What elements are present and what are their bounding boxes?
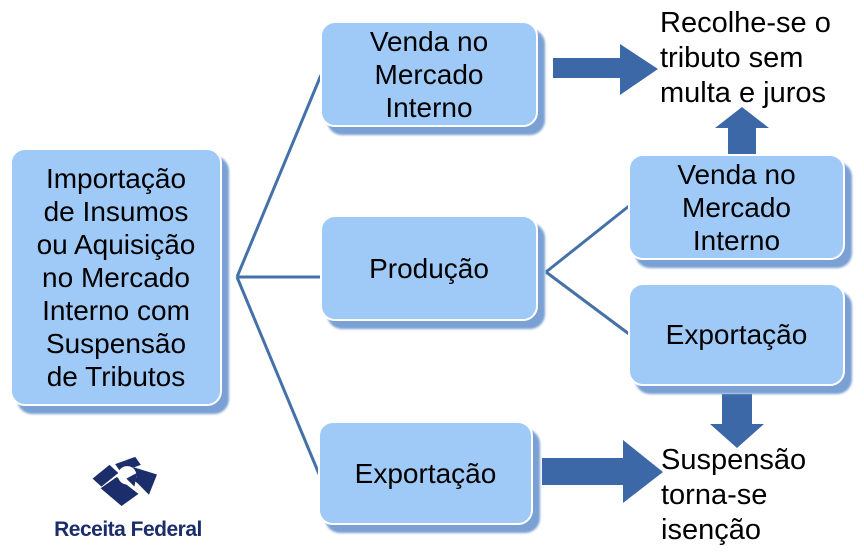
line-producao-to-venda-right xyxy=(545,204,630,274)
arrow-exportacao-mid-to-suspensao xyxy=(542,440,663,503)
box-exportacao-right-label: Exportação xyxy=(665,319,808,350)
box-producao-label: Produção xyxy=(369,252,489,284)
box-venda-right-label: Venda no Mercado Interno xyxy=(677,158,796,256)
receita-federal-wordmark: Receita Federal xyxy=(54,518,202,541)
arrow-venda-right-up-to-recolhe xyxy=(715,107,769,155)
box-exportacao-right: Exportação xyxy=(628,283,845,386)
annotation-recolhe-tributo: Recolhe-se o tributo sem multa e juros xyxy=(660,7,831,109)
box-producao: Produção xyxy=(320,215,538,321)
box-exportacao-mid: Exportação xyxy=(318,421,533,525)
box-exportacao-mid-label: Exportação xyxy=(354,457,497,489)
receita-federal-logo: Receita Federal xyxy=(38,452,218,542)
line-source-to-venda-top xyxy=(235,74,323,278)
line-source-to-exportacao xyxy=(235,276,321,475)
arrow-exportacao-right-down-to-suspensao xyxy=(710,394,764,448)
line-producao-to-exportacao-right xyxy=(545,270,630,336)
box-source-importacao: Importação de Insumos ou Aquisição no Me… xyxy=(10,148,222,406)
annotation-suspensao-isencao: Suspensão torna-se isenção xyxy=(661,444,807,546)
box-venda-top-label: Venda no Mercado Interno xyxy=(369,25,489,123)
arrow-venda-top-to-recolhe xyxy=(553,44,658,95)
box-venda-mercado-interno-right: Venda no Mercado Interno xyxy=(628,154,845,260)
receita-federal-mark-icon xyxy=(92,456,157,506)
box-source-label: Importação de Insumos ou Aquisição no Me… xyxy=(36,162,196,392)
box-venda-mercado-interno-top: Venda no Mercado Interno xyxy=(320,21,538,127)
